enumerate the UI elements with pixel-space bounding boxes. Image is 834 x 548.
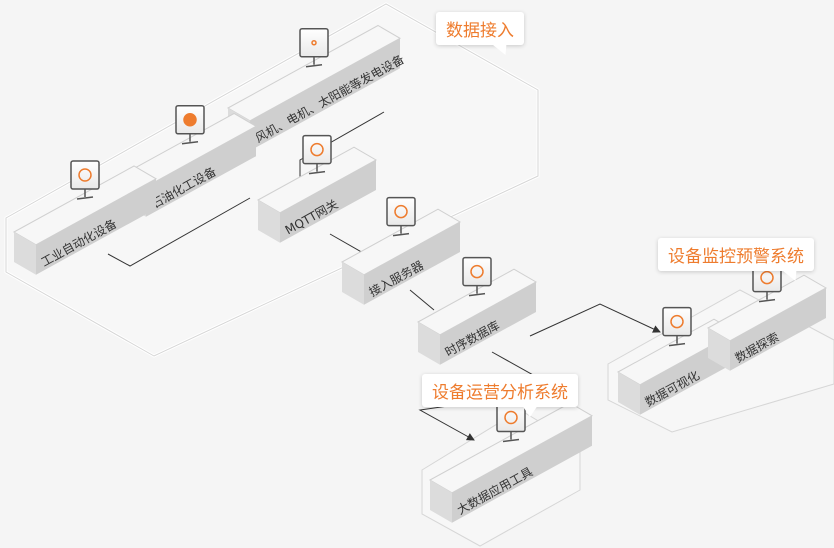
- server-icon: [386, 196, 416, 237]
- node-petro-front: [146, 126, 256, 217]
- node-industrial-side: [14, 232, 36, 275]
- callout-monitoring-label: 设备监控预警系统: [668, 247, 804, 267]
- group-data-access-outline: [4, 2, 540, 358]
- fan-icon: [175, 105, 205, 145]
- callout-operation-label: 设备运营分析系统: [432, 383, 568, 403]
- node-access-front: [364, 221, 460, 305]
- callout-data-access-label: 数据接入: [446, 21, 514, 41]
- callout-operation: 设备运营分析系统: [422, 374, 578, 417]
- chart-icon: [662, 306, 692, 347]
- node-access: 接入服务器: [340, 196, 462, 305]
- line-industrial-to-mqtt: [107, 197, 251, 267]
- node-mqtt-side: [258, 200, 280, 243]
- dots-icon: [299, 28, 329, 68]
- line-wind-to-mqtt: [299, 111, 385, 180]
- node-wind-front: [250, 38, 400, 151]
- node-mqtt-front: [280, 159, 376, 243]
- router-icon: [302, 134, 332, 175]
- node-industrial-front: [36, 178, 156, 275]
- node-petro: 石油化工设备: [122, 105, 258, 217]
- gear-icon: [70, 160, 100, 200]
- line-access-to-tsdb: [409, 289, 435, 311]
- node-bigdata-front: [452, 415, 592, 523]
- callout-monitoring: 设备监控预警系统: [658, 238, 814, 271]
- node-tsdb: 时序数据库: [416, 256, 538, 365]
- node-visual-side: [618, 372, 640, 415]
- node-explore-side: [708, 328, 730, 371]
- line-tsdb-to-monitoring: [529, 303, 661, 337]
- node-tsdb-side: [418, 322, 440, 365]
- node-access-side: [342, 262, 364, 305]
- db-icon: [462, 256, 492, 297]
- node-explore-front: [730, 287, 826, 371]
- node-bigdata-side: [430, 480, 452, 523]
- callout-data-access: 数据接入: [436, 12, 524, 45]
- node-tsdb-front: [440, 281, 536, 365]
